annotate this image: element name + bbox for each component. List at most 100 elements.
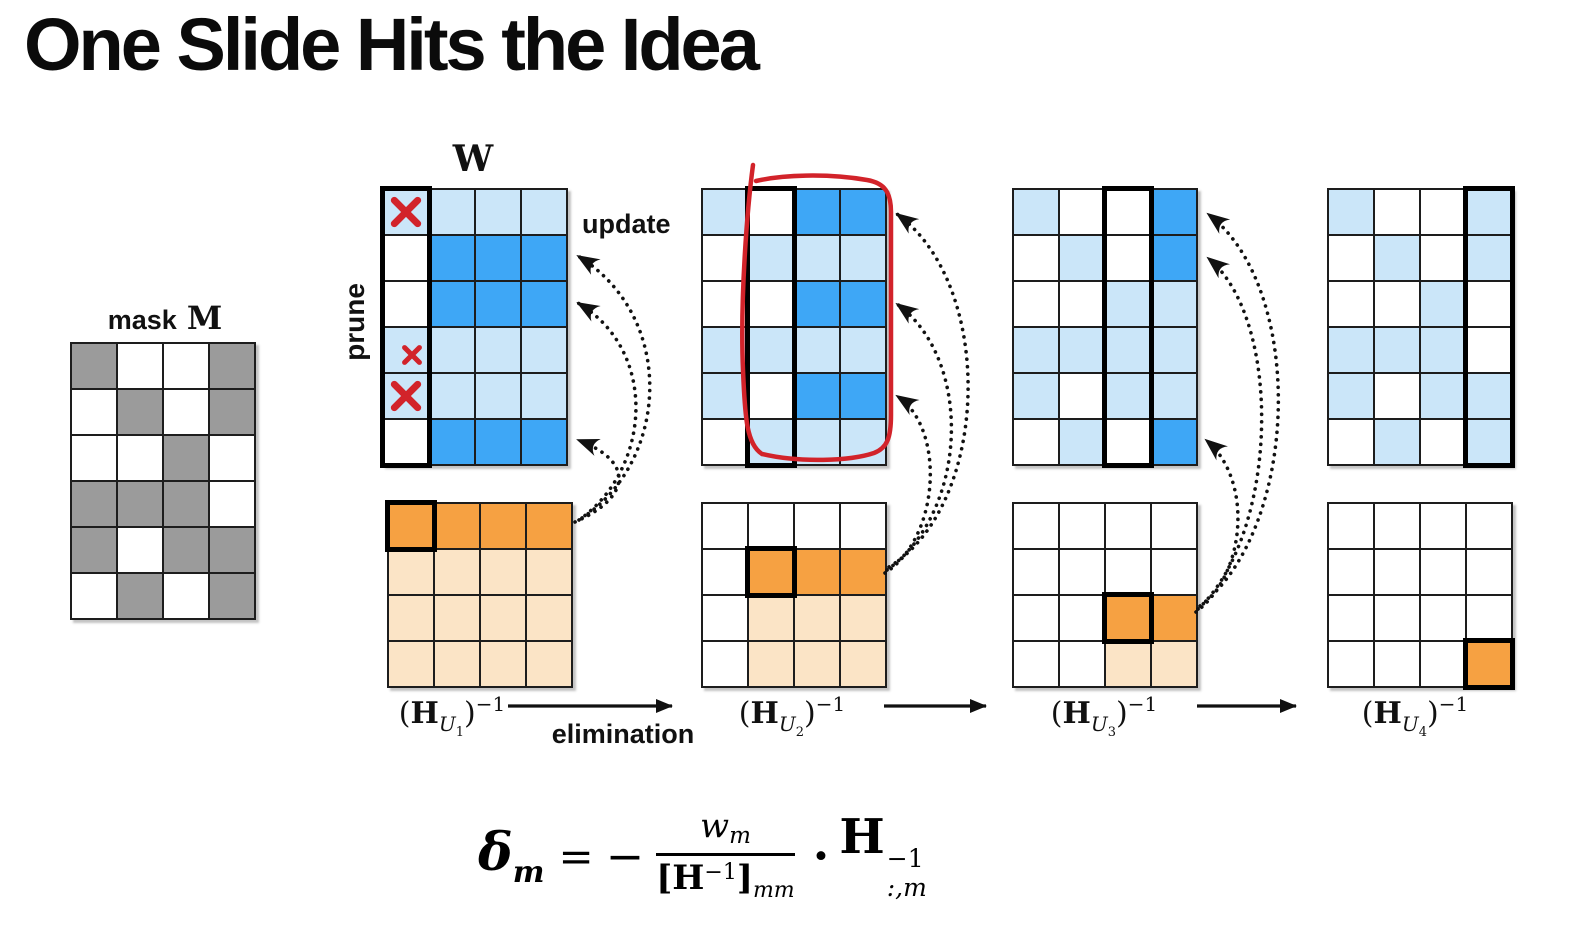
matrix-cell	[1421, 374, 1465, 418]
matrix-cell	[1014, 328, 1058, 372]
hessian-label-2: (HU2)−1	[738, 692, 846, 740]
matrix-cell	[481, 504, 525, 548]
matrix-cell	[795, 420, 839, 464]
matrix-cell	[1467, 550, 1511, 594]
matrix-cell	[1152, 596, 1196, 640]
matrix-cell	[430, 328, 474, 372]
matrix-cell	[795, 190, 839, 234]
weight-matrix-step2	[701, 186, 887, 468]
matrix-cell	[118, 574, 162, 618]
prune-label: prune	[339, 283, 370, 361]
matrix-cell	[1375, 328, 1419, 372]
matrix-cell	[1421, 596, 1465, 640]
matrix-cell	[522, 374, 566, 418]
matrix-cell	[389, 504, 433, 548]
matrix-cell	[749, 282, 793, 326]
matrix-cell	[1106, 596, 1150, 640]
matrix-cell	[841, 596, 885, 640]
matrix-cell	[1014, 236, 1058, 280]
obs-update-formula: δm = − wm [H−1]mm · H−1:,m	[478, 792, 927, 920]
matrix-cell	[703, 374, 747, 418]
matrix-cell	[1421, 190, 1465, 234]
matrix-cell	[430, 282, 474, 326]
matrix-cell	[1375, 236, 1419, 280]
matrix-cell	[749, 550, 793, 594]
matrix-cell	[795, 642, 839, 686]
matrix-cell	[795, 596, 839, 640]
matrix-cell	[1152, 504, 1196, 548]
matrix-cell	[1329, 596, 1373, 640]
matrix-cell	[841, 236, 885, 280]
hessian-label-1: (HU1)−1	[398, 692, 506, 740]
fraction-numerator: wm	[699, 805, 751, 849]
matrix-cell	[1152, 550, 1196, 594]
hessian-inverse-step2	[701, 502, 887, 688]
matrix-cell	[1467, 282, 1511, 326]
matrix-cell	[703, 190, 747, 234]
hessian-inverse-step3	[1012, 502, 1198, 688]
matrix-cell	[1329, 328, 1373, 372]
matrix-cell	[118, 344, 162, 388]
update-arrows-step3	[1194, 212, 1281, 614]
matrix-cell	[430, 420, 474, 464]
matrix-cell	[703, 596, 747, 640]
matrix-cell	[476, 374, 520, 418]
matrix-cell	[1060, 642, 1104, 686]
matrix-cell	[1152, 282, 1196, 326]
matrix-cell	[164, 390, 208, 434]
matrix-cell	[1106, 504, 1150, 548]
matrix-cell	[749, 642, 793, 686]
matrix-cell	[1329, 236, 1373, 280]
matrix-cell	[1329, 642, 1373, 686]
matrix-cell	[210, 390, 254, 434]
matrix-cell	[1421, 282, 1465, 326]
matrix-cell	[749, 596, 793, 640]
fraction: wm [H−1]mm	[656, 805, 795, 905]
matrix-cell	[522, 282, 566, 326]
matrix-cell	[1421, 420, 1465, 464]
matrix-cell	[1106, 236, 1150, 280]
matrix-cell	[1014, 282, 1058, 326]
matrix-cell	[164, 528, 208, 572]
matrix-cell	[72, 436, 116, 480]
hessian-column-term: H−1:,m	[839, 809, 927, 902]
matrix-cell	[164, 574, 208, 618]
hessian-label-4: (HU4)−1	[1361, 692, 1469, 740]
matrix-cell	[1106, 328, 1150, 372]
matrix-cell	[1375, 282, 1419, 326]
matrix-cell	[1106, 190, 1150, 234]
hessian-label-3: (HU3)−1	[1050, 692, 1158, 740]
update-label: update	[582, 209, 671, 239]
fraction-bar	[656, 852, 795, 856]
matrix-cell	[1421, 642, 1465, 686]
matrix-cell	[1467, 504, 1511, 548]
matrix-cell	[749, 328, 793, 372]
matrix-cell	[1467, 236, 1511, 280]
weight-matrix-step4	[1327, 186, 1515, 468]
matrix-cell	[1106, 550, 1150, 594]
matrix-cell	[749, 190, 793, 234]
matrix-cell	[703, 642, 747, 686]
matrix-cell	[795, 282, 839, 326]
matrix-cell	[384, 236, 428, 280]
matrix-cell	[164, 482, 208, 526]
matrix-cell	[527, 550, 571, 594]
matrix-cell	[1375, 550, 1419, 594]
matrix-cell	[1421, 550, 1465, 594]
matrix-cell	[384, 328, 428, 372]
matrix-cell	[435, 504, 479, 548]
matrix-cell	[1467, 642, 1511, 686]
matrix-cell	[481, 596, 525, 640]
matrix-cell	[1060, 236, 1104, 280]
matrix-cell	[210, 344, 254, 388]
mask-word: mask	[107, 305, 177, 335]
matrix-cell	[1329, 420, 1373, 464]
matrix-cell	[1421, 328, 1465, 372]
matrix-cell	[476, 328, 520, 372]
matrix-cell	[841, 504, 885, 548]
matrix-cell	[1014, 190, 1058, 234]
matrix-cell	[1375, 596, 1419, 640]
matrix-cell	[795, 328, 839, 372]
matrix-cell	[1375, 642, 1419, 686]
